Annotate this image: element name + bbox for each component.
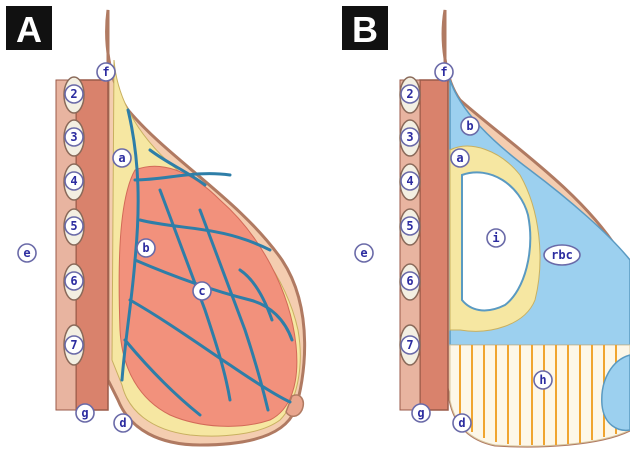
panel-a-callout-rib-3: 3	[65, 128, 83, 146]
panel-a-label: A	[6, 6, 52, 50]
panel-b-callout-g-text: g	[417, 406, 424, 420]
panel-a-callout-rib-2-text: 2	[70, 87, 77, 101]
panel-b-callout-d-text: d	[458, 416, 465, 430]
panel-b-callout-rib-2: 2	[401, 85, 419, 103]
panel-a-callout-rib-5-text: 5	[70, 219, 77, 233]
panel-b-callout-i-text: i	[492, 231, 499, 245]
panel-b-callout-rib-7: 7	[401, 336, 419, 354]
panel-b-callout-rib-2-text: 2	[406, 87, 413, 101]
panel-a-callout-rib-3-text: 3	[70, 130, 77, 144]
panel-a-callout-c-text: c	[198, 284, 205, 298]
panel-a-callout-c: c	[193, 282, 211, 300]
panel-b-callout-rib-4-text: 4	[406, 174, 413, 188]
panel-b-callout-b: b	[461, 117, 479, 135]
panel-b-callout-g: g	[412, 404, 430, 422]
panel-a-callout-g: g	[76, 404, 94, 422]
panel-b-callout-b-text: b	[466, 119, 473, 133]
panel-b-callout-e-text: e	[360, 246, 367, 260]
panel-b-callout-e: e	[355, 244, 373, 262]
panel-a-letter: A	[16, 9, 42, 50]
panel-a-callout-rib-4-text: 4	[70, 174, 77, 188]
panel-a-callout-f-text: f	[102, 65, 109, 79]
panel-a-callout-rib-5: 5	[65, 217, 83, 235]
panel-b-callout-rib-3-text: 3	[406, 130, 413, 144]
panel-b-callout-rib-6-text: 6	[406, 274, 413, 288]
panel-b-callout-h-text: h	[539, 373, 546, 387]
panel-b-callout-rib-5-text: 5	[406, 219, 413, 233]
panel-b-callout-rib-7-text: 7	[406, 338, 413, 352]
panel-b-callout-i: i	[487, 229, 505, 247]
panel-b-callout-rbc: rbc	[544, 245, 580, 265]
panel-b-label: B	[342, 6, 388, 50]
panel-b-callout-a: a	[451, 149, 469, 167]
panel-a-callout-f: f	[97, 63, 115, 81]
panel-b-letter: B	[352, 9, 378, 50]
panel-a-callout-rib-7: 7	[65, 336, 83, 354]
panel-b-callout-f: f	[435, 63, 453, 81]
panel-a-callout-b: b	[137, 239, 155, 257]
panel-a-callout-a: a	[113, 149, 131, 167]
panel-b-callout-rib-3: 3	[401, 128, 419, 146]
panel-b-callout-rib-6: 6	[401, 272, 419, 290]
panel-a-callout-d: d	[114, 414, 132, 432]
panel-b-chest-wall	[420, 80, 448, 410]
panel-a-callout-rib-6-text: 6	[70, 274, 77, 288]
panel-a-callout-b-text: b	[142, 241, 149, 255]
panel-b-callout-h: h	[534, 371, 552, 389]
panel-a-callout-d-text: d	[119, 416, 126, 430]
panel-a-callout-e-text: e	[23, 246, 30, 260]
panel-a: A	[6, 6, 305, 445]
panel-b-callout-rib-4: 4	[401, 172, 419, 190]
panel-b-callout-d: d	[453, 414, 471, 432]
panel-a-callout-a-text: a	[118, 151, 125, 165]
panel-b-callout-a-text: a	[456, 151, 463, 165]
panel-b: B	[342, 6, 630, 446]
panel-a-callout-e: e	[18, 244, 36, 262]
panel-a-callout-rib-4: 4	[65, 172, 83, 190]
panel-b-callout-rbc-text: rbc	[551, 248, 573, 262]
panel-a-callout-rib-6: 6	[65, 272, 83, 290]
panel-b-callout-rib-5: 5	[401, 217, 419, 235]
panel-a-callout-g-text: g	[81, 406, 88, 420]
panel-b-callout-f-text: f	[440, 65, 447, 79]
panel-a-callout-rib-7-text: 7	[70, 338, 77, 352]
panel-a-callout-rib-2: 2	[65, 85, 83, 103]
